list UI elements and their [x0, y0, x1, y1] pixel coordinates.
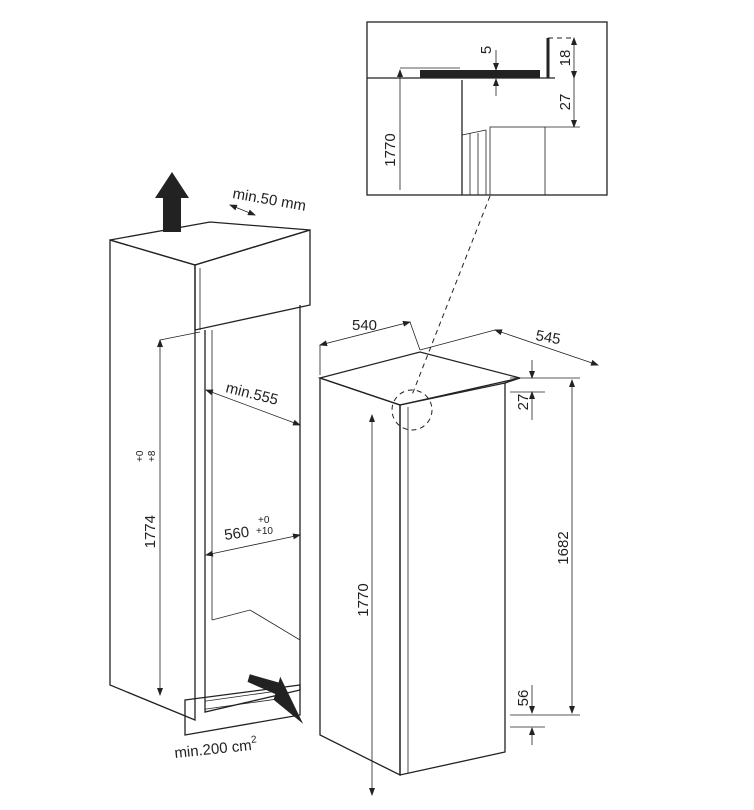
- niche-width-tol-upper: +0: [258, 515, 270, 526]
- niche-height-tol-upper: +0: [135, 450, 146, 462]
- ventilation-bottom-label: min.200 cm2: [173, 734, 258, 762]
- detail-inset: 1770 5 18 27: [366, 21, 608, 196]
- appliance-bottom-gap-label: 56: [515, 690, 532, 707]
- niche-width-tol-lower: +10: [256, 526, 273, 537]
- inset-gap-label: 5: [478, 46, 495, 54]
- inset-offset-label: 27: [557, 94, 574, 111]
- airflow-in-arrow-icon: [247, 674, 304, 724]
- niche-depth-label: min.555: [224, 379, 280, 408]
- niche-height-label: 1774: [142, 515, 159, 548]
- airflow-up-arrow-icon: [155, 172, 189, 232]
- appliance: 540 545 1770 1682 27 56: [317, 317, 599, 796]
- niche-width-label: 560: [223, 524, 250, 544]
- appliance-door-height-label: 1682: [555, 531, 572, 564]
- appliance-height-label: 1770: [355, 583, 372, 616]
- appliance-width-label: 540: [352, 317, 377, 334]
- cabinet-niche: min.50 mm 1774 +0 +8 min.555 560 +0 +10 …: [109, 172, 311, 762]
- detail-circle: [391, 389, 433, 431]
- inset-top-label: 18: [557, 50, 574, 67]
- niche-height-tol-lower: +8: [147, 450, 158, 462]
- appliance-top-gap-label: 27: [515, 394, 532, 411]
- detail-leader-line: [411, 195, 491, 396]
- inset-height-label: 1770: [382, 133, 399, 166]
- appliance-depth-label: 545: [534, 327, 562, 348]
